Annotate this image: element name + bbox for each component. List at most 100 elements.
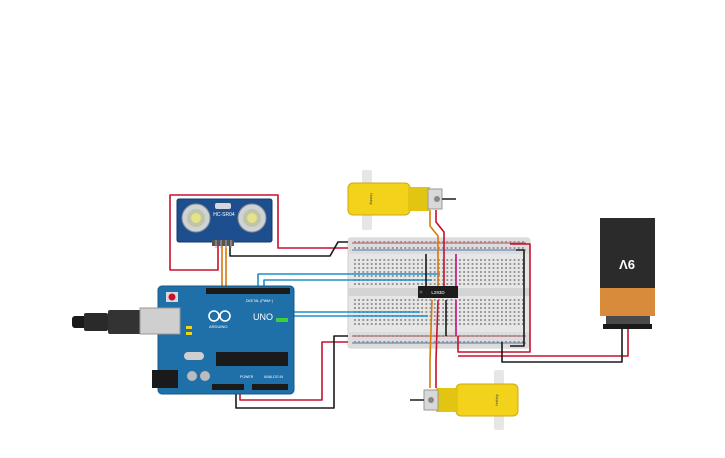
breadboard-hole	[379, 319, 381, 321]
breadboard-hole	[387, 271, 390, 273]
breadboard-hole	[467, 303, 470, 305]
breadboard-hole	[379, 247, 381, 249]
breadboard-hole	[501, 247, 503, 249]
breadboard-hole	[517, 267, 520, 269]
breadboard-hole	[484, 259, 486, 261]
breadboard-hole	[417, 247, 419, 249]
breadboard-hole	[442, 307, 444, 309]
motor-top[interactable]: Hobby	[347, 170, 456, 230]
breadboard-hole	[442, 241, 444, 243]
breadboard-hole	[379, 335, 381, 337]
breadboard-hole	[517, 247, 520, 249]
breadboard-hole	[370, 263, 373, 265]
breadboard-hole	[433, 307, 436, 309]
breadboard-hole	[375, 341, 377, 343]
wire-red-motor-top	[435, 210, 445, 288]
breadboard-hole	[450, 299, 453, 301]
wire-black-rail-right	[510, 249, 525, 347]
breadboard-hole	[421, 307, 423, 309]
breadboard-hole	[505, 341, 507, 343]
breadboard-hole	[375, 267, 377, 269]
breadboard-hole	[522, 247, 524, 249]
breadboard-hole	[492, 263, 495, 265]
breadboard-hole	[417, 263, 419, 265]
arduino-uno[interactable]: UNO ARDUINO DIGITAL (PWM~) POWER ANALOG …	[72, 285, 295, 395]
breadboard-hole	[354, 271, 356, 273]
breadboard-hole	[471, 311, 474, 313]
breadboard-hole	[522, 315, 524, 317]
breadboard-hole	[375, 275, 377, 277]
ultrasonic-sensor[interactable]: HC-SR04	[176, 198, 273, 248]
breadboard-hole	[522, 323, 524, 325]
breadboard-hole	[375, 319, 377, 321]
breadboard-hole	[446, 259, 449, 261]
breadboard-hole	[417, 259, 419, 261]
breadboard-hole	[522, 341, 524, 343]
breadboard-hole	[480, 259, 482, 261]
breadboard-hole	[442, 341, 444, 343]
breadboard-hole	[396, 335, 398, 337]
breadboard-hole	[471, 307, 474, 309]
breadboard-hole	[513, 303, 516, 305]
breadboard-hole	[417, 341, 419, 343]
breadboard-hole	[383, 299, 386, 301]
breadboard-hole	[522, 319, 524, 321]
l293d-ic[interactable]: L293D	[418, 286, 458, 298]
breadboard-hole	[475, 303, 478, 305]
breadboard[interactable]	[347, 237, 531, 349]
battery-9v[interactable]: 9V	[600, 218, 655, 329]
breadboard-hole	[391, 341, 394, 343]
breadboard-hole	[509, 247, 512, 249]
breadboard-hole	[496, 271, 499, 273]
breadboard-hole	[484, 311, 486, 313]
breadboard-hole	[396, 283, 398, 285]
breadboard-hole	[517, 271, 520, 273]
breadboard-hole	[391, 307, 394, 309]
breadboard-hole	[463, 279, 465, 281]
breadboard-hole	[475, 259, 478, 261]
breadboard-hole	[429, 267, 432, 269]
ic-label: L293D	[431, 290, 445, 295]
breadboard-hole	[400, 303, 402, 305]
breadboard-hole	[459, 319, 461, 321]
breadboard-hole	[362, 323, 365, 325]
motor-bottom[interactable]: Hobby	[410, 370, 519, 430]
breadboard-hole	[404, 319, 407, 321]
breadboard-hole	[517, 323, 520, 325]
breadboard-hole	[496, 263, 499, 265]
breadboard-hole	[475, 241, 478, 243]
breadboard-hole	[446, 241, 449, 243]
breadboard-hole	[505, 267, 507, 269]
breadboard-hole	[446, 307, 449, 309]
breadboard-hole	[391, 303, 394, 305]
breadboard-hole	[429, 283, 432, 285]
breadboard-hole	[366, 275, 369, 277]
breadboard-hole	[354, 299, 356, 301]
breadboard-hole	[463, 275, 465, 277]
breadboard-hole	[366, 267, 369, 269]
breadboard-hole	[425, 307, 428, 309]
breadboard-hole	[505, 303, 507, 305]
breadboard-hole	[429, 259, 432, 261]
breadboard-hole	[492, 319, 495, 321]
breadboard-hole	[509, 323, 512, 325]
breadboard-hole	[391, 267, 394, 269]
breadboard-hole	[459, 241, 461, 243]
breadboard-hole	[467, 323, 470, 325]
breadboard-hole	[379, 271, 381, 273]
breadboard-hole	[425, 341, 428, 343]
breadboard-hole	[446, 299, 449, 301]
breadboard-hole	[509, 271, 512, 273]
breadboard-hole	[358, 319, 360, 321]
breadboard-hole	[391, 271, 394, 273]
breadboard-hole	[370, 307, 373, 309]
breadboard-hole	[463, 335, 465, 337]
breadboard-hole	[417, 283, 419, 285]
breadboard-hole	[425, 241, 428, 243]
breadboard-hole	[442, 311, 444, 313]
breadboard-hole	[484, 271, 486, 273]
breadboard-hole	[387, 307, 390, 309]
breadboard-hole	[446, 311, 449, 313]
breadboard-hole	[459, 247, 461, 249]
